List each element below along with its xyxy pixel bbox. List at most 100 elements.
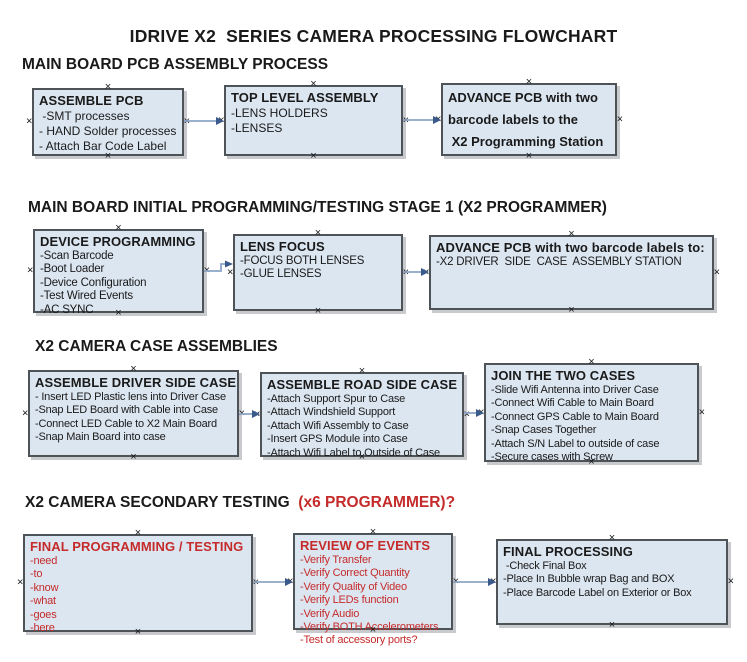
process-box-assemble-road-side-case: ASSEMBLE ROAD SIDE CASE -Attach Support … [254,366,470,463]
box-item: -goes [30,608,57,621]
box-title-line: ADVANCE PCB with two [448,90,598,105]
box-title: FINAL PROGRAMMING / TESTING [30,539,244,554]
box-item: -Verify Transfer [300,554,372,566]
box-item: -Snap Cases Together [491,424,597,437]
process-box-advance-pcb-programming-station: ADVANCE PCB with two barcode labels to t… [435,77,623,162]
connection-point-icon: × [568,304,575,316]
process-box-lens-focus: LENS FOCUS -FOCUS BOTH LENSES -GLUE LENS… [227,228,409,317]
arrow-head-icon [225,260,233,268]
section-header-initial-programming: MAIN BOARD INITIAL PROGRAMMING/TESTING S… [28,199,607,216]
connection-point-icon: × [616,113,623,125]
process-box-review-of-events: REVIEW OF EVENTS -Verify Transfer -Verif… [287,527,459,647]
box-item: -LENSES [231,121,283,135]
box-item: -Snap Main Board into case [35,431,166,444]
box-item: -Place Barcode Label on Exterior or Box [503,586,692,599]
connector-arrow [453,578,496,586]
box-item: -Verify Quality of Video [300,580,407,593]
process-box-top-level-assembly: TOP LEVEL ASSEMBLY -LENS HOLDERS -LENSES… [218,79,409,162]
process-box-assemble-driver-side-case: ASSEMBLE DRIVER SIDE CASE - Insert LED P… [22,364,245,463]
box-item: -LENS HOLDERS [231,106,328,120]
box-item: -Slide Wifi Antenna into Driver Case [491,384,659,396]
box-item: -Scan Barcode [40,250,114,262]
box-title-line: barcode labels to the [448,112,579,127]
box-title: JOIN THE TWO CASES [491,368,636,383]
box-item: -Snap LED Board with Cable into Case [35,404,218,417]
arrow-head-icon [488,578,496,586]
box-item: -what [30,595,56,608]
connector-arrow [403,116,441,124]
connection-point-icon: × [22,407,29,419]
box-item: -Place In Bubble wrap Bag and BOX [503,573,675,586]
box-item: -know [30,581,59,594]
box-item: -Boot Loader [40,263,105,276]
box-item: -Connect Wifi Cable to Main Board [491,397,654,410]
flowchart-title: IDRIVE X2 SERIES CAMERA PROCESSING FLOWC… [129,26,618,46]
box-title: ASSEMBLE DRIVER SIDE CASE [35,375,237,390]
box-item: -Test of accessory ports? [300,634,418,647]
box-item: -Attach Support Spur to Case [267,393,406,405]
box-title: ASSEMBLE PCB [39,93,144,108]
connection-point-icon: × [27,264,34,277]
connector-arrow [253,578,293,586]
process-box-join-the-two-cases: JOIN THE TWO CASES -Slide Wifi Antenna i… [478,357,705,468]
connector-arrow [204,260,233,272]
box-item: -Attach Wifi Label to Outside of Case [267,446,440,459]
section-header-text: X2 CAMERA SECONDARY TESTING [25,494,294,511]
box-item: -Device Configuration [40,276,147,289]
box-item: -SMT processes [39,109,130,123]
arrow-head-icon [476,409,484,417]
box-item: -FOCUS BOTH LENSES [240,255,365,267]
connector-arrow [464,409,484,417]
box-item: -Attach Windshield Support [267,406,396,419]
box-item: - Insert LED Plastic lens into Driver Ca… [35,391,226,403]
box-title-line: X2 Programming Station [448,134,604,149]
box-item: -Attach S/N Label to outside of case [491,437,660,450]
section-header-red-text: (x6 PROGRAMMER)? [294,494,456,511]
box-title: FINAL PROCESSING [503,544,633,559]
box-title: LENS FOCUS [240,239,325,254]
connection-point-icon: × [608,619,616,631]
connection-point-icon: × [698,406,705,418]
connection-point-icon: × [727,575,734,588]
connector-arrow [184,117,224,125]
arrow-head-icon [216,117,224,125]
box-item: -Insert GPS Module into Case [267,433,408,446]
box-item: -Check Final Box [503,560,587,572]
process-box-assemble-pcb: ASSEMBLE PCB -SMT processes - HAND Solde… [26,82,190,162]
box-item: -Verify Correct Quantity [300,567,410,580]
box-item: - Attach Bar Code Label [39,139,167,153]
connection-point-icon: × [713,266,720,278]
box-title: DEVICE PROGRAMMING [40,234,196,249]
process-box-advance-pcb-driver-side: ADVANCE PCB with two barcode labels to: … [423,229,720,316]
box-item: -Connect GPS Cable to Main Board [491,410,659,423]
arrow-head-icon [433,116,441,124]
box-item: -to [30,568,43,581]
arrow-head-icon [285,578,293,586]
connection-point-icon: × [130,451,137,463]
connection-point-icon: × [17,576,24,589]
section-header-pcb-assembly: MAIN BOARD PCB ASSEMBLY PROCESS [22,56,329,73]
arrow-head-icon [421,268,429,276]
connector-arrow [239,410,260,418]
box-item: -Secure cases with Screw [491,451,613,464]
arrow-head-icon [252,410,260,418]
box-item: -need [30,555,58,567]
box-title: ADVANCE PCB with two barcode labels to: [436,240,705,255]
box-title: REVIEW OF EVENTS [300,538,431,553]
process-box-final-programming-testing: FINAL PROGRAMMING / TESTING -need -to -k… [17,528,259,638]
connector-arrow [403,268,429,276]
process-box-device-programming: DEVICE PROGRAMMING -Scan Barcode -Boot L… [27,223,210,319]
process-box-final-processing: FINAL PROCESSING -Check Final Box -Place… [490,533,734,631]
connection-point-icon: × [314,305,322,317]
box-item: -Test Wired Events [40,290,133,303]
box-item: -Verify LEDs function [300,594,399,607]
box-item: -X2 DRIVER SIDE CASE ASSEMBLY STATION [436,256,682,268]
box-item: -AC SYNC [40,303,94,316]
box-item: -GLUE LENSES [240,268,322,281]
connection-point-icon: × [310,150,317,162]
box-item: -here [30,622,55,635]
box-item: -Verify Audio [300,607,360,620]
box-item: -Attach Wifi Assembly to Case [267,419,409,432]
box-title: TOP LEVEL ASSEMBLY [231,90,379,105]
